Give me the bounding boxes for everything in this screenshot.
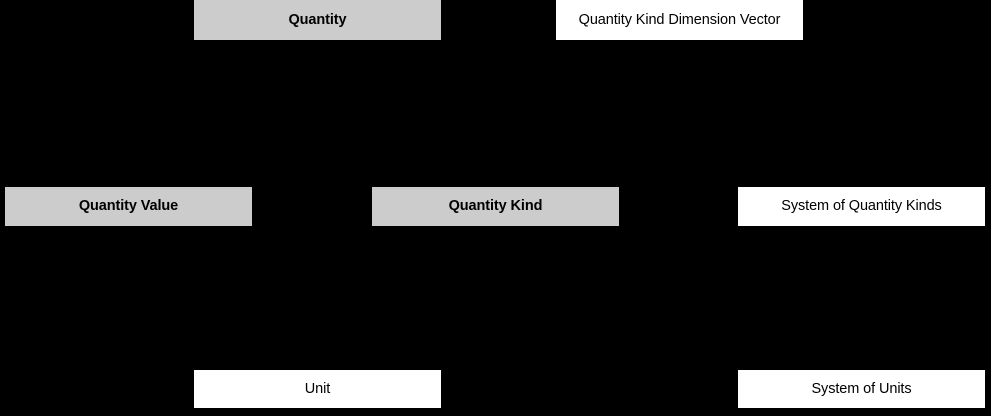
node-quantity-kind-dimension-vector[interactable]: Quantity Kind Dimension Vector [556, 0, 803, 40]
node-system-of-quantity-kinds[interactable]: System of Quantity Kinds [738, 187, 985, 226]
node-quantity-value[interactable]: Quantity Value [5, 187, 252, 226]
node-label-unit: Unit [304, 380, 331, 397]
node-system-of-units[interactable]: System of Units [738, 370, 985, 408]
node-label-system-of-quantity-kinds: System of Quantity Kinds [781, 198, 942, 215]
node-label-quantity-kind-dimension-vector: Quantity Kind Dimension Vector [578, 11, 781, 28]
node-label-quantity-kind: Quantity Kind [448, 198, 543, 215]
node-unit[interactable]: Unit [194, 370, 441, 408]
node-label-system-of-units: System of Units [811, 380, 912, 397]
node-label-quantity-value: Quantity Value [78, 198, 179, 215]
node-quantity-kind[interactable]: Quantity Kind [372, 187, 619, 226]
node-quantity[interactable]: Quantity [194, 0, 441, 40]
node-label-quantity: Quantity [288, 11, 347, 28]
